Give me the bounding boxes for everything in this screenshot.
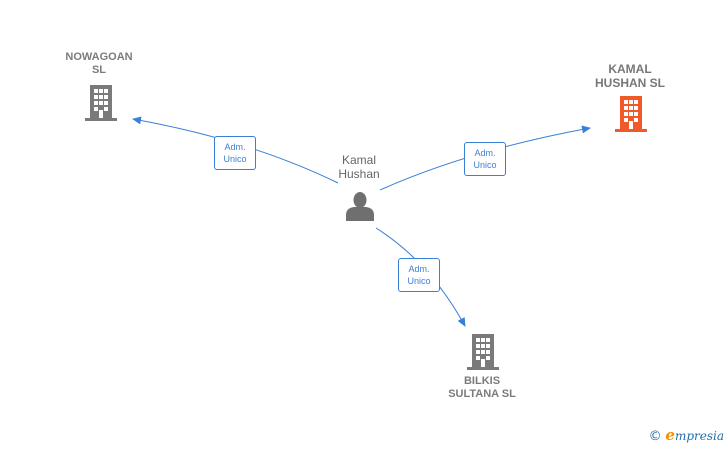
person-icon[interactable] <box>345 191 375 221</box>
brand-name: mpresia <box>674 429 724 443</box>
empresia-logo: © empresia <box>649 426 724 444</box>
node-label-kamal-hushan-sl[interactable]: KAMAL HUSHAN SL <box>580 62 680 90</box>
copyright-symbol: © <box>648 429 662 444</box>
edge-label-line1: Adm. <box>408 264 430 274</box>
person-name-line2: Hushan <box>338 167 380 181</box>
edge-label-line1: Adm. <box>224 142 246 152</box>
edge-label-bilkis[interactable]: Adm. Unico <box>398 258 440 292</box>
edge-label-line2: Unico <box>407 276 431 286</box>
node-name-line1: KAMAL <box>608 62 652 76</box>
edge-label-nowagoan[interactable]: Adm. Unico <box>214 136 256 170</box>
node-name-line2: HUSHAN SL <box>594 76 665 90</box>
building-icon[interactable] <box>85 85 117 121</box>
brand-initial: e <box>665 426 675 444</box>
edge-label-kamal-hushan-sl[interactable]: Adm. Unico <box>464 142 506 176</box>
node-label-bilkis[interactable]: BILKIS SULTANA SL <box>432 375 532 401</box>
node-name-line2: SL <box>91 64 107 76</box>
node-label-person[interactable]: Kamal Hushan <box>320 153 398 181</box>
node-label-nowagoan[interactable]: NOWAGOAN SL <box>54 51 144 77</box>
edge-label-line2: Unico <box>223 154 247 164</box>
edge-label-line2: Unico <box>473 160 497 170</box>
node-name-line1: BILKIS <box>463 375 501 387</box>
node-name-line2: SULTANA SL <box>448 388 516 400</box>
building-icon[interactable] <box>467 334 499 370</box>
building-icon[interactable] <box>615 96 647 132</box>
node-name-line1: NOWAGOAN <box>65 51 133 63</box>
edge-label-line1: Adm. <box>474 148 496 158</box>
person-name-line1: Kamal <box>341 153 376 167</box>
